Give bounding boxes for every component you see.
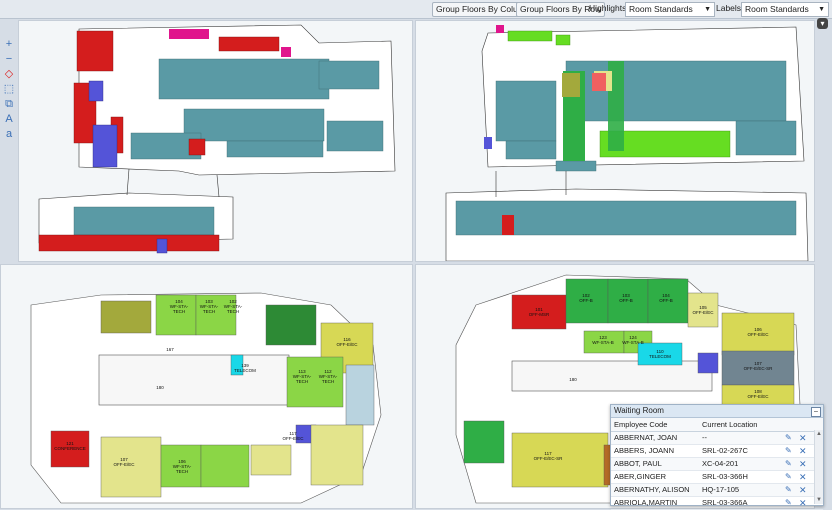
highlights-label: Highlights: [589,3,629,13]
map-tools: + − ◇ ⬚ ⧉ A a [2,38,16,143]
highlights-value: Room Standards [629,4,693,14]
floor-plan-1 [38,24,396,254]
edit-icon[interactable]: ✎ [785,472,792,481]
table-row[interactable]: ABERNATHY, ALISON HQ-17-105 ✎ ✕ [611,484,823,497]
edit-icon[interactable]: ✎ [785,446,792,455]
current-location: SRL-03-366H [702,472,748,481]
copy-icon[interactable]: ⧉ [5,98,13,110]
current-location: XC-04-201 [702,459,739,468]
waiting-room-title: Waiting Room [614,406,664,415]
employee-code: ABER,GINGER [614,472,667,481]
chevron-down-icon: ▼ [704,6,711,13]
current-location: SRL-02-267C [702,446,748,455]
waiting-room-scrollbar[interactable]: ▲ ▼ [814,430,823,504]
delete-icon[interactable]: ✕ [799,433,807,443]
chevron-down-icon: ▼ [818,6,825,13]
floor-panel-2[interactable] [415,20,815,262]
zoom-in-icon[interactable]: + [5,38,13,50]
column-employee-code[interactable]: Employee Code [614,420,668,429]
scroll-up-icon[interactable]: ▲ [816,431,822,437]
table-row[interactable]: ABBERS, JOANN SRL-02-267C ✎ ✕ [611,445,823,458]
waiting-room-columns: Employee Code Current Location [611,418,823,432]
table-row[interactable]: ABER,GINGER SRL-03-366H ✎ ✕ [611,471,823,484]
group-floors-by-row-button[interactable]: Group Floors By Row [516,2,606,17]
text-large-icon[interactable]: A [5,113,13,125]
floor-plan-3 [30,292,382,504]
labels-label: Labels: [716,3,744,13]
delete-icon[interactable]: ✕ [799,498,807,508]
employee-code: ABBOT, PAUL [614,459,662,468]
table-row[interactable]: ABRIOLA,MARTIN SRL-03-366A ✎ ✕ [611,497,823,510]
table-row[interactable]: ABBOT, PAUL XC-04-201 ✎ ✕ [611,458,823,471]
diamond-icon[interactable]: ◇ [4,68,14,80]
current-location: HQ-17-105 [702,485,740,494]
delete-icon[interactable]: ✕ [799,459,807,469]
select-area-icon[interactable]: ⬚ [3,83,15,95]
floor-panel-1[interactable] [18,20,413,262]
collapse-icon[interactable]: ▾ [817,18,828,29]
minimize-icon[interactable]: – [811,407,821,417]
current-location: SRL-03-366A [702,498,748,507]
waiting-room-rows: ABBERNAT, JOAN -- ✎ ✕ ABBERS, JOANN SRL-… [611,432,823,510]
labels-select[interactable]: Room Standards ▼ [741,2,829,17]
edit-icon[interactable]: ✎ [785,459,792,468]
zoom-out-icon[interactable]: − [5,53,13,65]
labels-value: Room Standards [745,4,809,14]
waiting-room-panel[interactable]: Waiting Room – Employee Code Current Loc… [610,404,824,510]
room-label: 167 [166,347,174,352]
edit-icon[interactable]: ✎ [785,498,792,507]
table-row[interactable]: ABBERNAT, JOAN -- ✎ ✕ [611,432,823,445]
room-label: 180 [156,385,164,390]
floor-plan-2 [445,25,809,261]
toolbar: Group Floors By Column Group Floors By R… [0,0,832,19]
employee-code: ABBERS, JOANN [614,446,675,455]
edit-icon[interactable]: ✎ [785,485,792,494]
waiting-room-header: Waiting Room – [611,405,823,418]
delete-icon[interactable]: ✕ [799,472,807,482]
room-label: 180 [569,377,577,382]
scroll-down-icon[interactable]: ▼ [816,497,822,503]
delete-icon[interactable]: ✕ [799,446,807,456]
employee-code: ABERNATHY, ALISON [614,485,690,494]
text-small-icon[interactable]: a [5,128,13,140]
delete-icon[interactable]: ✕ [799,485,807,495]
edit-icon[interactable]: ✎ [785,433,792,442]
highlights-select[interactable]: Room Standards ▼ [625,2,715,17]
employee-code: ABRIOLA,MARTIN [614,498,678,507]
column-current-location[interactable]: Current Location [702,420,758,429]
current-location: -- [702,433,707,442]
employee-code: ABBERNAT, JOAN [614,433,678,442]
